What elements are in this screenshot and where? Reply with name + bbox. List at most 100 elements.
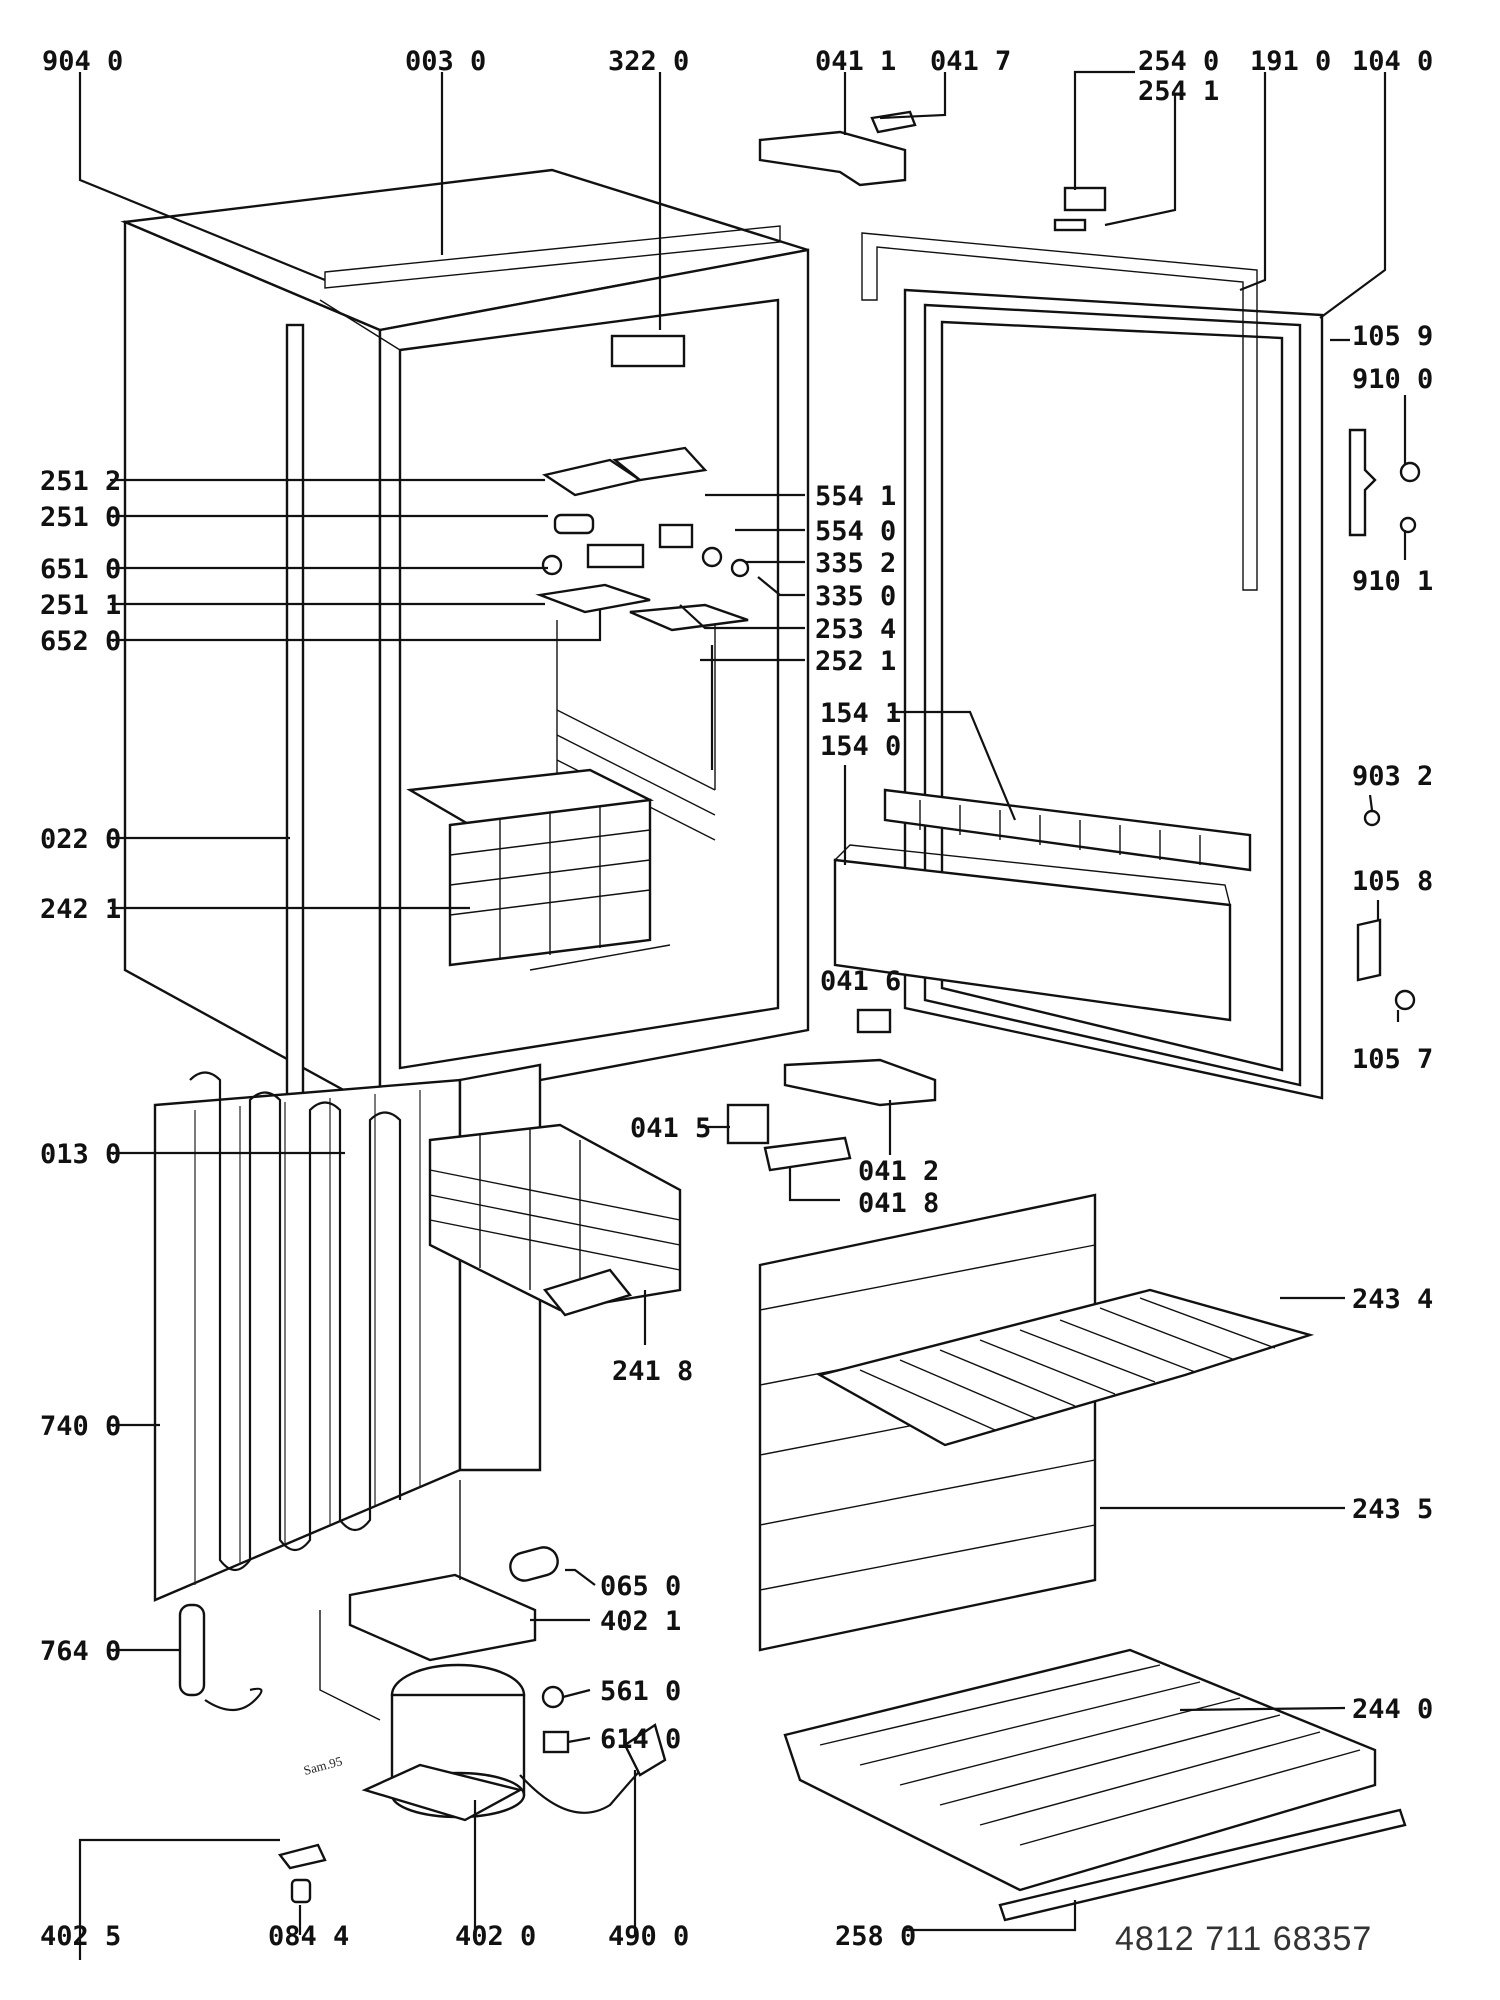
- label-910-1: 910 1: [1352, 566, 1433, 597]
- evaporator: [428, 1123, 682, 1317]
- thermostat-cover: [535, 583, 651, 614]
- label-243-5: 243 5: [1352, 1494, 1433, 1525]
- label-154-1: 154 1: [820, 698, 901, 729]
- label-242-1: 242 1: [40, 894, 121, 925]
- tube-insulation: [509, 1546, 559, 1582]
- handle-base: [1053, 218, 1087, 232]
- label-402-5: 402 5: [40, 1921, 121, 1952]
- label-105-9: 105 9: [1352, 321, 1433, 352]
- label-065-0: 065 0: [600, 1571, 681, 1602]
- label-904-0: 904 0: [42, 46, 123, 77]
- condenser-fins: [194, 1090, 421, 1585]
- label-322-0: 322 0: [608, 46, 689, 77]
- tiny-note: Sam.95: [302, 1753, 344, 1778]
- trim-strip: [998, 1808, 1407, 1922]
- thermostat-knob: [701, 546, 723, 568]
- lamp-bulb: [541, 554, 563, 576]
- door-shelf-upper: [883, 788, 1252, 872]
- condenser-tube: [189, 1071, 402, 1572]
- hinge-plate: [1356, 918, 1382, 982]
- label-254-0: 254 0: [1138, 46, 1219, 77]
- foot-screw: [290, 1878, 312, 1904]
- screw-small: [1399, 516, 1417, 534]
- label-402-0: 402 0: [455, 1921, 536, 1952]
- label-105-7: 105 7: [1352, 1044, 1433, 1075]
- label-740-0: 740 0: [40, 1411, 121, 1442]
- document-number: 4812 711 68357: [1115, 1920, 1372, 1958]
- door-gasket: [861, 232, 1258, 591]
- lamp-holder: [553, 513, 595, 535]
- grommet: [541, 1685, 565, 1709]
- label-253-4: 253 4: [815, 614, 896, 645]
- handle-cap: [1063, 186, 1107, 212]
- label-013-0: 013 0: [40, 1139, 121, 1170]
- label-241-8: 241 8: [612, 1356, 693, 1387]
- compressor-assembly: [277, 1480, 667, 1904]
- cabinet-left-side: [123, 220, 382, 1113]
- label-105-8: 105 8: [1352, 866, 1433, 897]
- label-251-2: 251 2: [40, 466, 121, 497]
- hinge-pin: [1394, 989, 1416, 1011]
- label-764-0: 764 0: [40, 1636, 121, 1667]
- top-strip: [324, 225, 781, 289]
- freezer-compartment: [406, 768, 671, 971]
- screw-903: [1363, 809, 1381, 827]
- label-554-1: 554 1: [815, 481, 896, 512]
- hinge-cap: [856, 1008, 892, 1034]
- filter-drier: [178, 1603, 206, 1697]
- side-rail: [285, 323, 305, 1137]
- label-041-8: 041 8: [858, 1188, 939, 1219]
- hinge-cover: [870, 110, 917, 134]
- label-614-0: 614 0: [600, 1724, 681, 1755]
- lamp-cover-right: [612, 446, 708, 482]
- thermostat-bracket: [610, 334, 686, 368]
- label-084-4: 084 4: [268, 1921, 349, 1952]
- label-258-0: 258 0: [835, 1921, 916, 1952]
- label-244-0: 244 0: [1352, 1694, 1433, 1725]
- label-652-0: 652 0: [40, 626, 121, 657]
- label-251-0: 251 0: [40, 502, 121, 533]
- relay: [542, 1730, 570, 1754]
- label-041-2: 041 2: [858, 1156, 939, 1187]
- label-490-0: 490 0: [608, 1921, 689, 1952]
- clip: [277, 1843, 327, 1870]
- label-104-0: 104 0: [1352, 46, 1433, 77]
- top-hinge: [758, 130, 907, 187]
- compressor-foot: [361, 1763, 524, 1822]
- label-254-1: 254 1: [1138, 76, 1219, 107]
- light-diffuser: [629, 603, 749, 632]
- label-252-1: 252 1: [815, 646, 896, 677]
- label-910-0: 910 0: [1352, 364, 1433, 395]
- cabinet: [120, 168, 810, 1166]
- condenser-panel: [153, 1078, 462, 1602]
- screw: [1399, 461, 1421, 483]
- label-041-5: 041 5: [630, 1113, 711, 1144]
- label-191-0: 191 0: [1250, 46, 1331, 77]
- capillary-coil: [204, 1687, 263, 1712]
- power-cord: [519, 1759, 651, 1814]
- leader-lines: [78, 70, 1407, 1960]
- label-561-0: 561 0: [600, 1676, 681, 1707]
- label-041-6: 041 6: [820, 966, 901, 997]
- label-651-0: 651 0: [40, 554, 121, 585]
- power-plug: [623, 1723, 667, 1777]
- switch: [658, 523, 694, 549]
- label-335-0: 335 0: [815, 581, 896, 612]
- label-251-1: 251 1: [40, 590, 121, 621]
- label-154-0: 154 0: [820, 731, 901, 762]
- callout-labels: 904 0 003 0 322 0 041 1 041 7 254 0 254 …: [40, 46, 1433, 1958]
- door: [833, 186, 1421, 1100]
- label-554-0: 554 0: [815, 516, 896, 547]
- wire-shelf: [816, 1288, 1315, 1447]
- door-stop: [1348, 428, 1377, 537]
- label-903-2: 903 2: [1352, 761, 1433, 792]
- label-041-1: 041 1: [815, 46, 896, 77]
- label-243-4: 243 4: [1352, 1284, 1433, 1315]
- hinge-bracket: [726, 1103, 770, 1145]
- switch-block: [586, 543, 645, 569]
- label-402-1: 402 1: [600, 1606, 681, 1637]
- compressor-bracket: [348, 1573, 537, 1662]
- crisper-cover: [783, 1648, 1407, 1922]
- bottom-hinge: [783, 1058, 937, 1107]
